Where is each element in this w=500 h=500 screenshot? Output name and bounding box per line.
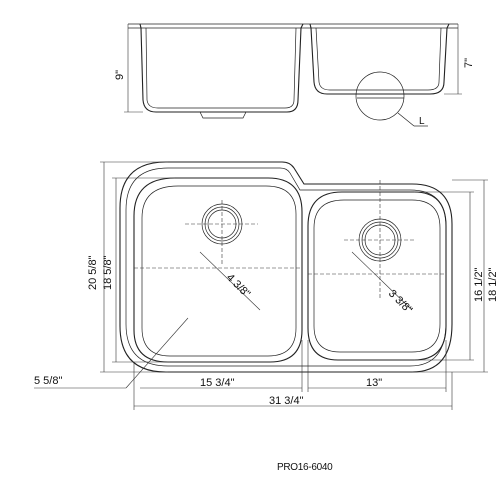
- right-depth-label: 7": [463, 58, 475, 68]
- right-diagonal-label: 3 3/8": [386, 288, 415, 317]
- left-bowl-profile: [139, 23, 304, 113]
- right-bowl-profile: [309, 23, 450, 95]
- overall-height-label: 20 5/8": [87, 255, 99, 290]
- right-bowl-width-label: 13": [366, 377, 382, 389]
- detail-callout-label: L: [419, 116, 425, 127]
- top-plan-view: 4 3/8" 3 3/8" 20 5/8" 18 5/8" 16 1/2" 18…: [34, 161, 499, 410]
- drain-offset-label: 5 5/8": [34, 375, 62, 387]
- left-bowl-height-label: 18 5/8": [102, 255, 114, 290]
- left-drain-tail: [199, 111, 247, 119]
- right-bowl-height-inner-label: 16 1/2": [473, 267, 485, 302]
- left-bowl-width-label: 15 3/4": [200, 377, 235, 389]
- detail-circle: [355, 71, 405, 121]
- model-number: PRO16-6040: [277, 462, 333, 473]
- left-bowl-outline: [133, 177, 303, 363]
- left-depth-label: 9": [114, 70, 126, 80]
- right-bowl-height-outer-label: 18 1/2": [487, 267, 499, 302]
- outer-flange: [119, 161, 453, 373]
- overall-width-label: 31 3/4": [269, 395, 304, 407]
- left-diagonal-label: 4 3/8": [224, 272, 253, 301]
- side-elevation-view: L 9" 7": [114, 23, 475, 127]
